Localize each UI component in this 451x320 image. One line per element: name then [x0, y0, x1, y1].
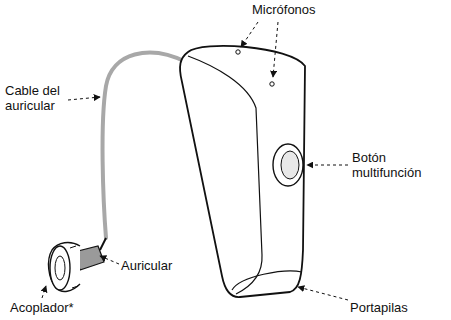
leader-line	[42, 286, 46, 298]
device-body	[180, 46, 305, 297]
leader-line	[273, 22, 278, 77]
callout-label: Portapilas	[350, 300, 440, 315]
receiver-tip	[100, 238, 106, 250]
leader-line	[100, 256, 119, 264]
dome	[49, 243, 80, 292]
earphone-cable	[103, 53, 186, 238]
callout-label: Acoplador*	[10, 300, 100, 315]
leader-line	[241, 22, 258, 47]
leader-line	[298, 287, 348, 300]
leader-line	[68, 97, 100, 100]
callout-label: Botón multifunción	[352, 150, 444, 180]
dome-ridge	[70, 246, 78, 288]
callout-label: Auricular	[121, 258, 201, 273]
battery-holder	[232, 271, 302, 290]
microphone-hole	[236, 50, 240, 54]
dome-face	[50, 246, 70, 290]
callout-label: Cable del auricular	[5, 83, 67, 113]
microphone-hole	[270, 82, 274, 86]
callout-label: Micrófonos	[252, 2, 362, 17]
multifunction-button	[273, 144, 303, 186]
body-contour	[188, 56, 262, 294]
dome-vent	[55, 256, 65, 280]
leader-line	[307, 165, 348, 166]
button-face	[281, 151, 299, 179]
